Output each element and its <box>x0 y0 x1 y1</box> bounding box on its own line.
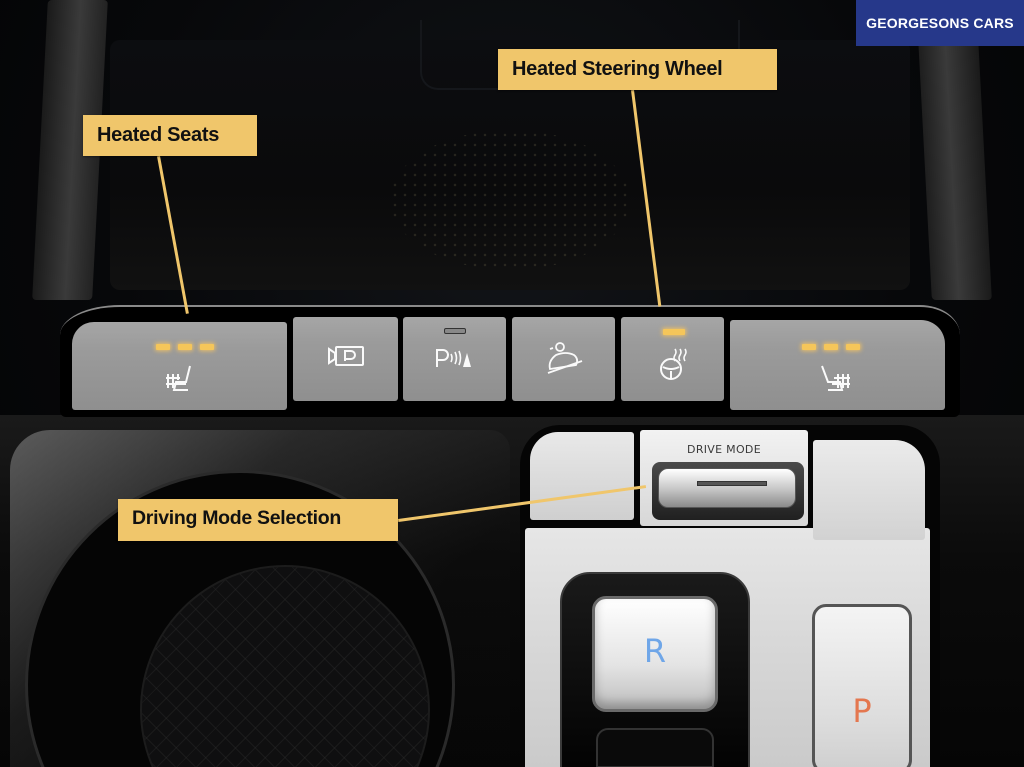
neutral-drive-slot <box>596 728 714 767</box>
led-indicator <box>824 344 838 350</box>
hill-descent-icon <box>546 339 584 375</box>
reverse-label: R <box>643 632 667 670</box>
led-indicator <box>156 344 170 350</box>
parking-sensor-icon <box>434 347 474 369</box>
heat-level-leds <box>802 344 860 350</box>
driving-mode-selection-callout: Driving Mode Selection <box>118 499 398 541</box>
camera-p-icon <box>327 345 365 367</box>
parking-sensors-button[interactable] <box>403 317 506 401</box>
status-indicator <box>444 328 466 334</box>
heated-seat-icon <box>818 364 852 394</box>
led-indicator <box>200 344 214 350</box>
led-indicator <box>178 344 192 350</box>
left-heated-seat-button[interactable] <box>72 322 287 410</box>
heated-seats-callout: Heated Seats <box>83 115 257 156</box>
led-indicator <box>846 344 860 350</box>
cupholder-mat <box>140 565 430 767</box>
drive-mode-label: DRIVE MODE <box>687 443 761 456</box>
led-indicator <box>663 329 685 335</box>
heated-steering-wheel-button[interactable] <box>621 317 724 401</box>
blank-switch-right <box>813 440 925 540</box>
blank-switch-left <box>530 432 634 520</box>
tray-mat-texture <box>390 130 630 270</box>
drive-mode-switch[interactable] <box>658 468 796 508</box>
led-indicator <box>802 344 816 350</box>
right-heated-seat-button[interactable] <box>730 320 945 410</box>
heated-steering-wheel-callout: Heated Steering Wheel <box>498 49 777 90</box>
heated-seat-icon <box>164 364 198 394</box>
hill-descent-button[interactable] <box>512 317 615 401</box>
heat-level-leds <box>156 344 214 350</box>
parking-camera-button[interactable] <box>293 317 398 401</box>
park-button[interactable] <box>812 604 912 767</box>
heated-steering-wheel-icon <box>659 347 689 381</box>
park-label: P <box>852 692 872 730</box>
drive-mode-indicator <box>697 481 767 486</box>
reverse-button[interactable] <box>592 596 718 712</box>
dealer-watermark: GEORGESONS CARS <box>856 0 1024 46</box>
